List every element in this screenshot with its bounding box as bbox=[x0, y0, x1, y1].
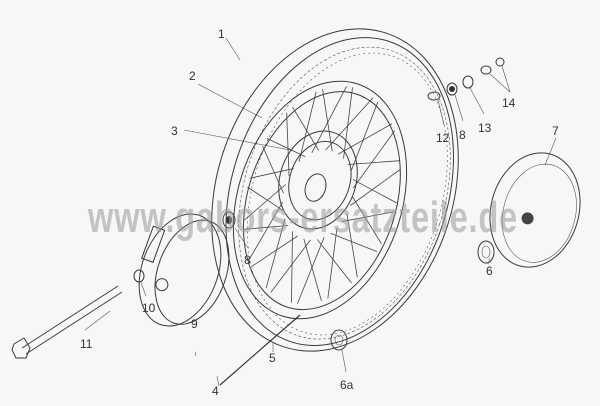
spoke-line bbox=[350, 101, 379, 172]
spoke-line bbox=[243, 225, 289, 230]
spokes bbox=[243, 86, 401, 304]
brake-plate bbox=[138, 213, 230, 327]
watermark: www.gabors-ersatzteile.de bbox=[87, 193, 518, 242]
spoke-line bbox=[343, 87, 353, 159]
spoke-line bbox=[286, 112, 290, 177]
callout-4: 4 bbox=[212, 384, 219, 398]
leader-lines bbox=[84, 37, 557, 387]
spoke-line bbox=[251, 235, 298, 267]
spoke-line bbox=[325, 97, 374, 151]
callout-6a: 6a bbox=[340, 378, 354, 392]
spoke-line bbox=[346, 213, 358, 278]
callout-9: 9 bbox=[191, 317, 198, 331]
spoke-line bbox=[247, 186, 284, 211]
spoke-line bbox=[262, 145, 284, 194]
spoke-line bbox=[270, 239, 311, 293]
callout-5: 5 bbox=[269, 351, 276, 365]
spoke-line bbox=[311, 86, 347, 153]
spoke-line bbox=[342, 211, 395, 222]
spoke-line bbox=[347, 160, 401, 165]
callout-13: 13 bbox=[478, 121, 492, 135]
spoke-line bbox=[291, 231, 293, 303]
spoke-line bbox=[297, 237, 325, 304]
spoke-line bbox=[298, 91, 317, 163]
small-parts bbox=[11, 57, 505, 386]
callout-7: 7 bbox=[552, 124, 559, 138]
spoke-line bbox=[352, 196, 382, 245]
callout-3: 3 bbox=[171, 124, 178, 138]
spoke-line bbox=[266, 137, 306, 157]
callout-6: 6 bbox=[486, 264, 493, 278]
hub-cover bbox=[489, 152, 581, 268]
callout-14: 14 bbox=[502, 96, 516, 110]
spoke-line bbox=[352, 179, 397, 204]
spoke-line bbox=[350, 168, 401, 206]
callout-1: 1 bbox=[218, 27, 225, 41]
spoke-line bbox=[330, 232, 378, 253]
spoke-line bbox=[352, 130, 395, 189]
spoke-line bbox=[303, 238, 322, 301]
callout-10: 10 bbox=[142, 301, 156, 315]
callout-2: 2 bbox=[189, 69, 196, 83]
spoke-line bbox=[248, 201, 284, 260]
spoke-line bbox=[327, 227, 338, 299]
callout-12: 12 bbox=[436, 131, 450, 145]
tyre bbox=[211, 28, 459, 352]
spoke-line bbox=[338, 123, 393, 155]
spoke-line bbox=[249, 168, 294, 179]
callout-8-left: 8 bbox=[244, 253, 251, 267]
hub bbox=[278, 130, 358, 230]
callout-8-right: 8 bbox=[459, 128, 466, 142]
spoke-line bbox=[265, 218, 286, 289]
callout-11: 11 bbox=[80, 337, 93, 351]
spoke-line bbox=[316, 239, 352, 284]
spoke-line bbox=[322, 89, 333, 152]
